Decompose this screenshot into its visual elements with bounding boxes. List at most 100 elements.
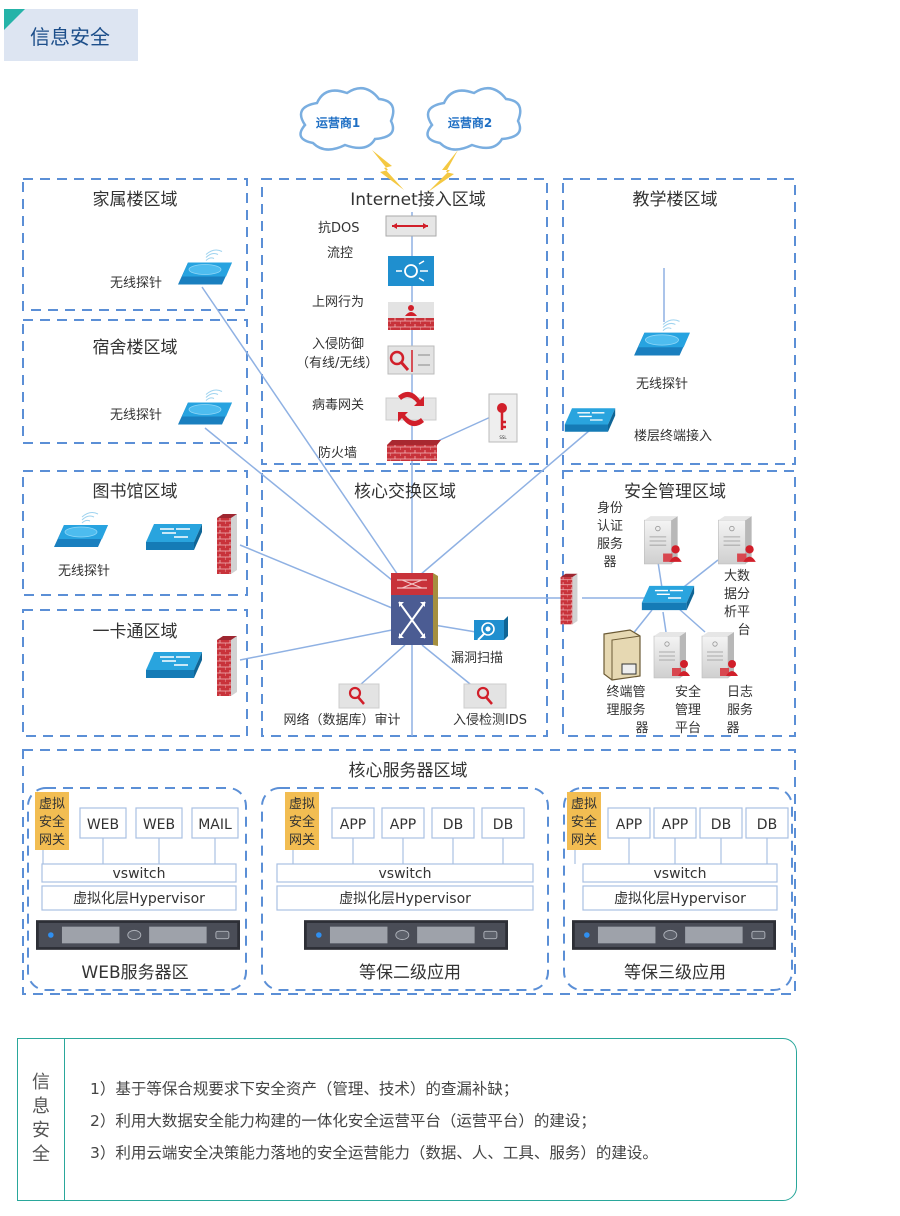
ssl-label: SSL <box>499 435 507 440</box>
ids-label: 入侵检测IDS <box>453 712 527 728</box>
firewall-icon <box>217 514 237 574</box>
gateway-label: 虚拟 <box>39 797 65 812</box>
zone-security-mgmt-border <box>562 470 796 737</box>
cloud-isp2: 运营商2 <box>426 86 522 151</box>
gateway-label: 虚拟 <box>571 797 597 812</box>
security-platform-server-icon <box>653 631 690 679</box>
gateway-label: 网关 <box>289 833 315 848</box>
side-char: 安 <box>32 1120 50 1141</box>
teaching-probe-label: 无线探针 <box>636 377 688 392</box>
bigdata-line: 台 <box>737 623 750 638</box>
firewall-label: 防火墙 <box>318 445 357 461</box>
gateway-label: 安全 <box>289 814 315 830</box>
summary-item: 3）利用云端安全决策能力落地的安全运营能力（数据、人、工具、服务）的建设。 <box>90 1144 658 1162</box>
vm-box <box>135 807 183 839</box>
platform-line: 安全 <box>675 684 701 700</box>
link-ids <box>421 644 476 689</box>
terminal-line: 器 <box>635 721 648 736</box>
gateway-label: 网关 <box>39 833 65 848</box>
summary-item: 2）利用大数据安全能力构建的一体化安全运营平台（运营平台）的建设； <box>90 1112 596 1130</box>
floor-access-label: 楼层终端接入 <box>634 428 712 444</box>
gateway-label: 安全 <box>571 814 597 830</box>
vm-box <box>381 807 425 839</box>
switch-icon <box>564 407 616 433</box>
wireless-probe-icon <box>633 319 691 357</box>
hypervisor-label: 虚拟化层Hypervisor <box>614 891 746 907</box>
link-card-fw <box>239 629 393 661</box>
platform-line: 管理 <box>675 703 701 718</box>
rack-server-icon <box>572 920 776 950</box>
hypervisor-label: 虚拟化层Hypervisor <box>73 891 205 907</box>
vm-label: APP <box>662 817 688 833</box>
zone-core-switch-border <box>261 470 548 737</box>
wireless-probe-icon <box>177 389 233 426</box>
vswitch-box <box>276 863 534 883</box>
zone-card-title: 一卡通区域 <box>93 622 178 642</box>
zone-internet-border <box>261 178 548 465</box>
group-web-border <box>27 787 247 991</box>
terminal-line: 理服务 <box>606 702 645 718</box>
link-sec-bigdata <box>679 559 719 591</box>
summary-panel: 信 息 安 全 1）基于等保合规要求下安全资产（管理、技术）的查漏补缺； 2）利… <box>17 1038 797 1201</box>
hypervisor-box <box>276 885 534 911</box>
vswitch-label: vswitch <box>654 866 707 882</box>
vm-label: WEB <box>143 817 175 833</box>
terminal-mgmt-label: 终端管 理服务 器 <box>606 684 648 736</box>
log-server-label: 日志 服务 器 <box>726 685 753 736</box>
vm-label: MAIL <box>198 817 232 833</box>
link-audit <box>359 644 406 686</box>
link-sec-auth <box>657 561 663 589</box>
zone-library-border <box>22 470 248 596</box>
summary-side-label: 信 息 安 全 <box>18 1039 65 1200</box>
switch-icon <box>145 523 203 551</box>
firewall-icon <box>217 636 237 696</box>
side-char: 信 <box>32 1072 50 1093</box>
vm-box <box>653 807 697 839</box>
ssl-vpn-key-icon: SSL <box>488 393 518 443</box>
rack-server-icon <box>36 920 240 950</box>
flow-control-device-icon <box>388 256 434 286</box>
audit-device-icon <box>338 683 380 709</box>
hypervisor-box <box>41 885 237 911</box>
audit-label: 网络（数据库）审计 <box>283 712 400 728</box>
wireless-probe-icon <box>53 511 109 548</box>
rack-server-icon <box>304 920 508 950</box>
zone-family-title: 家属楼区域 <box>93 190 178 210</box>
flow-control-label: 流控 <box>327 246 353 261</box>
network-topology-diagram: 运营商1 运营商2 家属楼区域 无线探针 宿舍楼区域 无线探针 Internet… <box>22 86 796 995</box>
terminal-line: 终端管 <box>606 684 645 700</box>
vm-box <box>745 807 789 839</box>
zone-teaching-border <box>562 178 796 465</box>
gateway-label: 虚拟 <box>289 797 315 812</box>
log-server-icon <box>701 631 738 679</box>
auth-line: 器 <box>603 555 616 570</box>
vm-box <box>481 807 525 839</box>
group-level3-border <box>563 787 793 991</box>
anti-dos-device-icon <box>385 215 437 237</box>
section-header: 信息安全 <box>4 9 138 61</box>
platform-line: 平台 <box>675 721 701 736</box>
bigdata-line: 析平 <box>724 605 750 620</box>
bigdata-line: 据分 <box>724 587 750 602</box>
zone-core-server-title: 核心服务器区域 <box>349 761 468 781</box>
section-title: 信息安全 <box>30 25 110 49</box>
virus-gateway-label: 病毒网关 <box>312 398 364 413</box>
ips-device-icon <box>387 345 435 375</box>
link-library-fw <box>239 544 393 609</box>
zone-core-switch-title: 核心交换区域 <box>354 482 456 502</box>
vuln-scanner-icon <box>474 616 508 641</box>
virtual-security-gateway <box>285 792 319 850</box>
ids-device-icon <box>463 683 507 709</box>
link-scan <box>433 624 477 633</box>
vm-label: DB <box>443 817 463 833</box>
vm-box <box>699 807 743 839</box>
link-dorm-probe <box>204 427 399 586</box>
vm-label: DB <box>757 817 777 833</box>
vm-box <box>607 807 651 839</box>
link-sec-terminal <box>631 609 653 636</box>
terminal-mgmt-server-icon <box>603 629 641 681</box>
log-line: 日志 <box>727 685 753 700</box>
vm-box <box>79 807 127 839</box>
